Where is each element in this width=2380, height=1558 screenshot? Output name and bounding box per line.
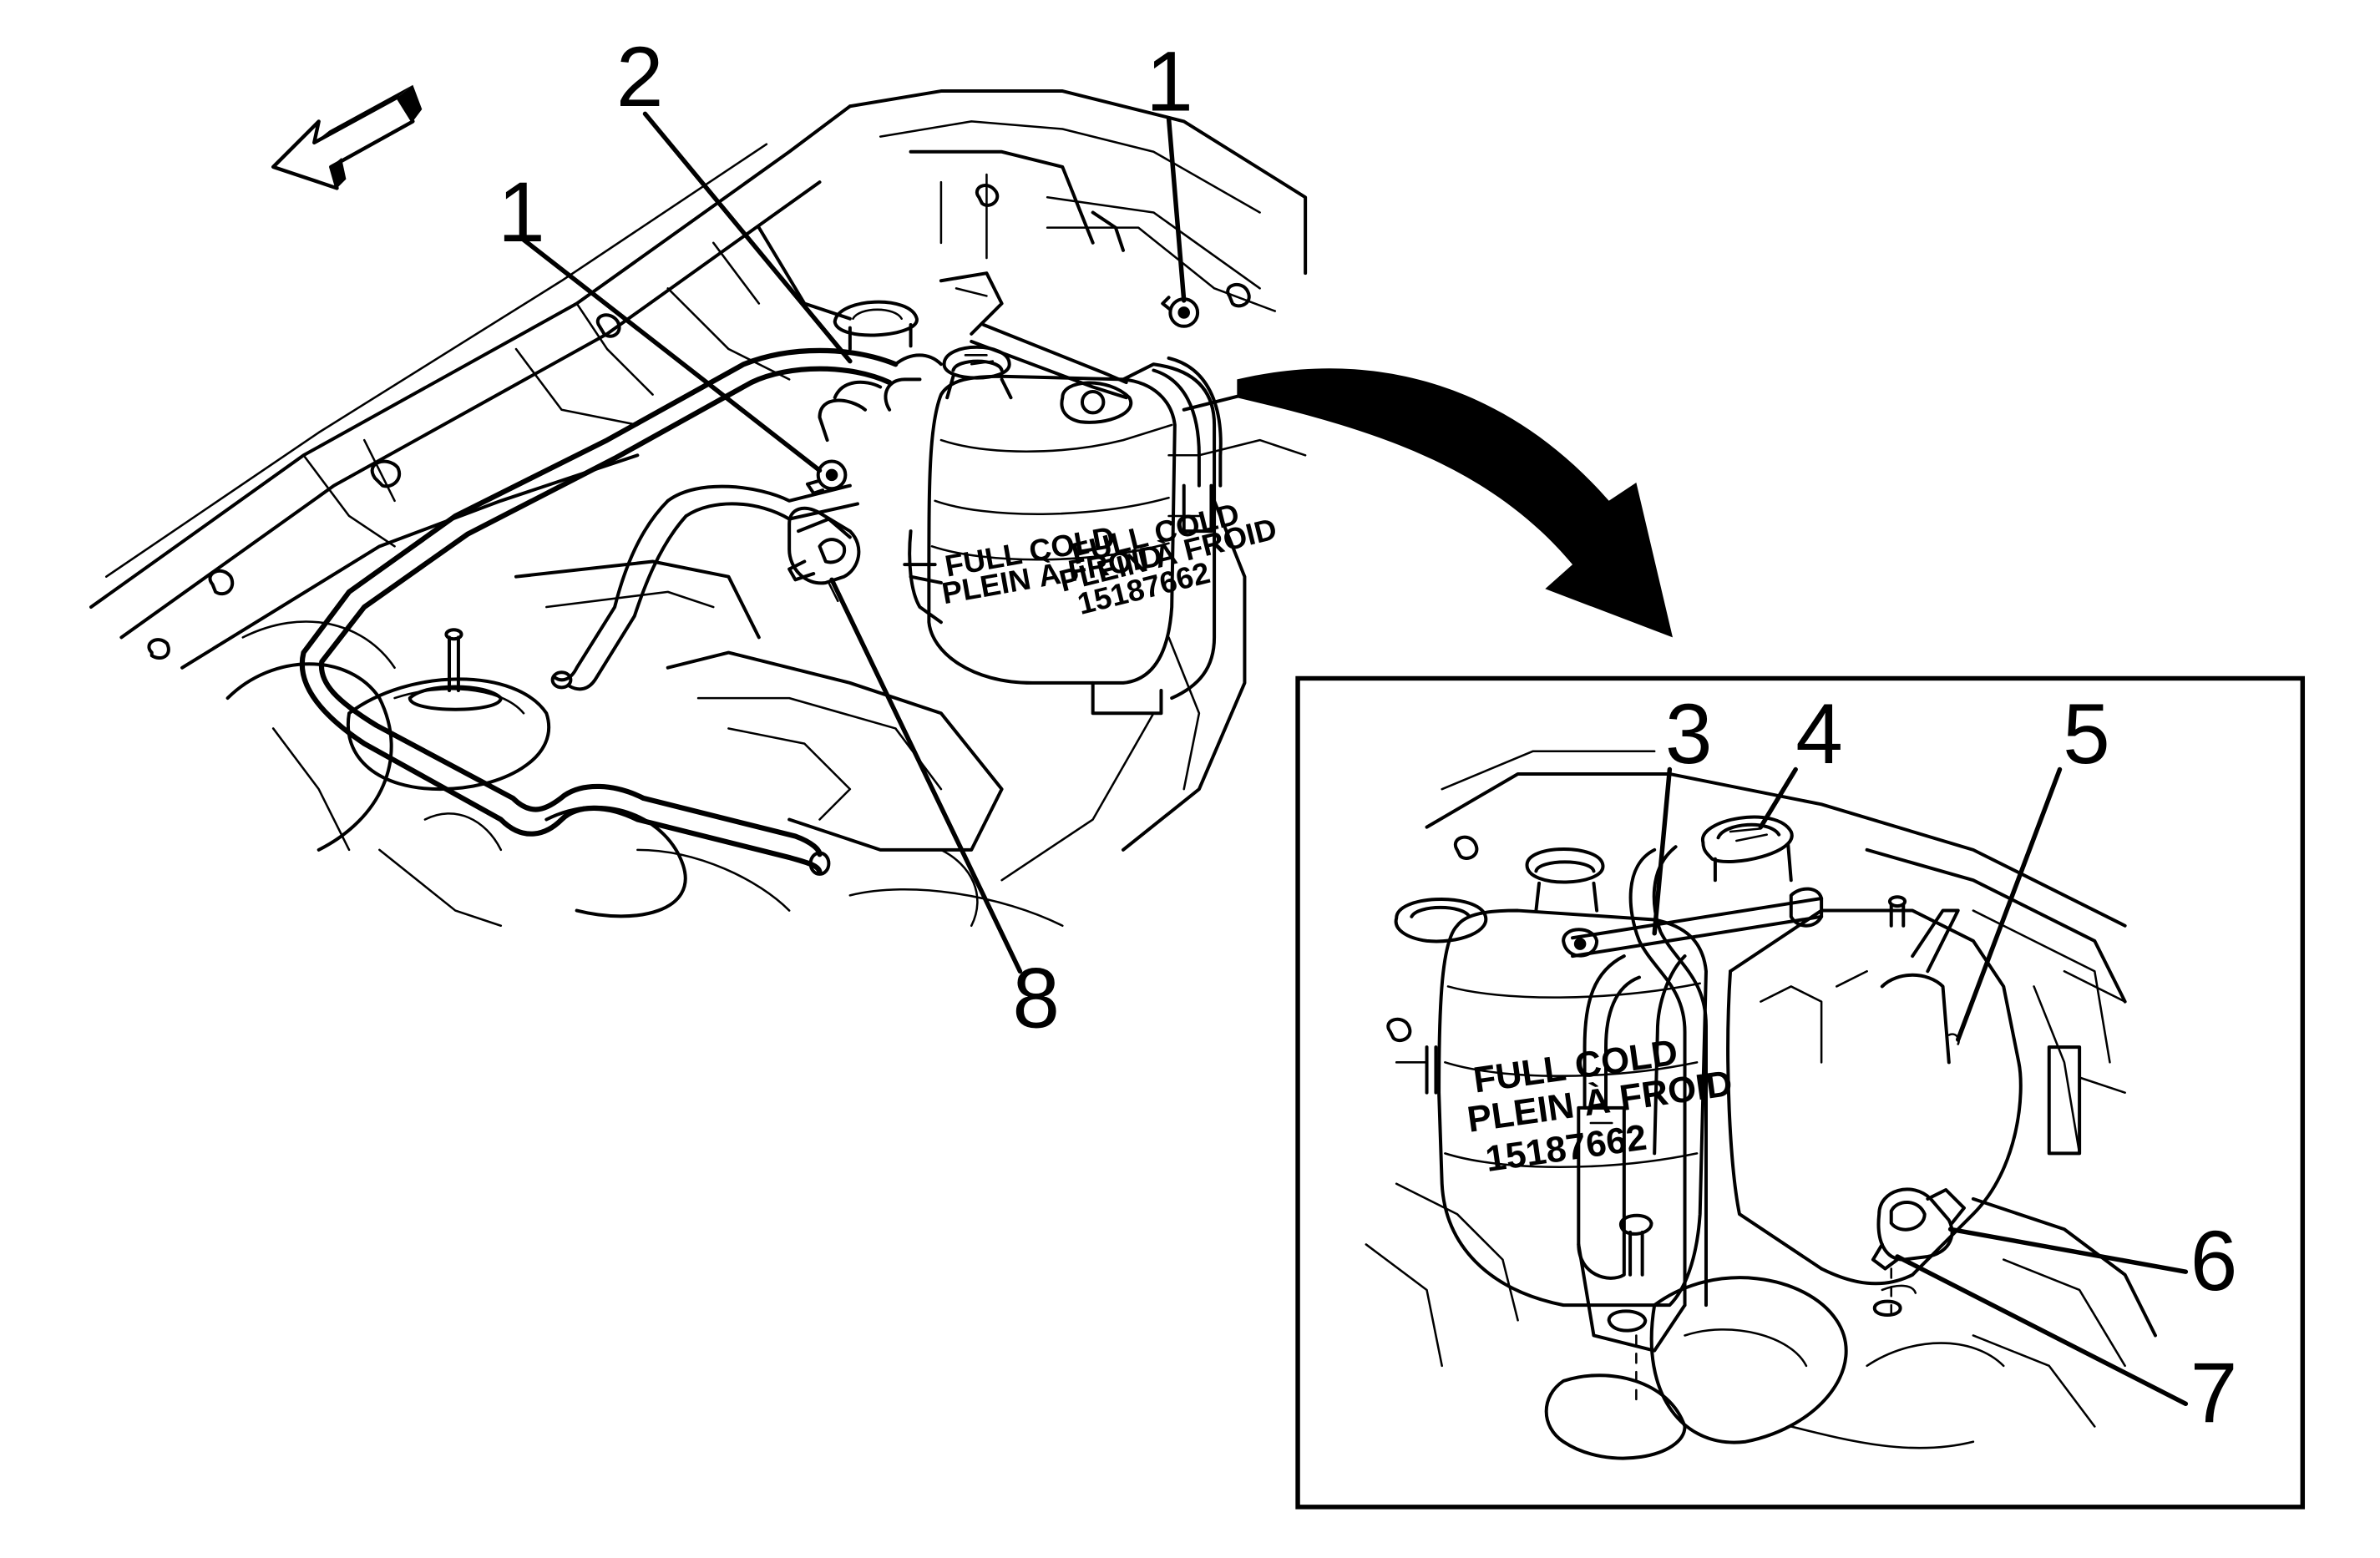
curved-view-arrow-icon <box>1237 368 1673 638</box>
callout-6: 6 <box>2190 1213 2238 1308</box>
callout-1-left: 1 <box>498 164 545 260</box>
level-sensor-connector <box>787 506 861 603</box>
main-view: FULL COLD PLEIN À FROID FULL COLD PLEIN … <box>89 89 1308 928</box>
callout-2: 2 <box>616 29 664 124</box>
forward-direction-arrow-icon <box>271 84 423 190</box>
coolant-reservoir-main: FULL COLD PLEIN À FROID FULL COLD PLEIN … <box>818 271 1280 716</box>
inset-body-structure <box>1365 750 2157 1460</box>
callout-8: 8 <box>1012 951 1060 1046</box>
leader-lines <box>521 111 2189 1407</box>
callout-1-right: 1 <box>1146 34 1193 129</box>
callout-3: 3 <box>1665 686 1713 782</box>
detail-inset: FULL COLD PLEIN À FROID 15187662 <box>1295 675 2306 1510</box>
fastener-left <box>805 459 848 495</box>
callout-4: 4 <box>1795 686 1843 782</box>
reservoir-outlet-hose <box>550 483 859 691</box>
overflow-hose <box>299 347 899 876</box>
fastener-right <box>1161 296 1200 328</box>
callouts: 1 2 1 8 3 4 5 6 7 <box>498 29 2237 1440</box>
callout-7: 7 <box>2190 1345 2238 1440</box>
reservoir-decal-main: FULL COLD PLEIN À FROID FULL COLD PLEIN … <box>939 496 1280 620</box>
callout-5: 5 <box>2063 686 2110 782</box>
body-structure <box>89 89 1308 928</box>
coolant-reservoir-inset: FULL COLD PLEIN À FROID 15187662 <box>1394 815 2023 1405</box>
